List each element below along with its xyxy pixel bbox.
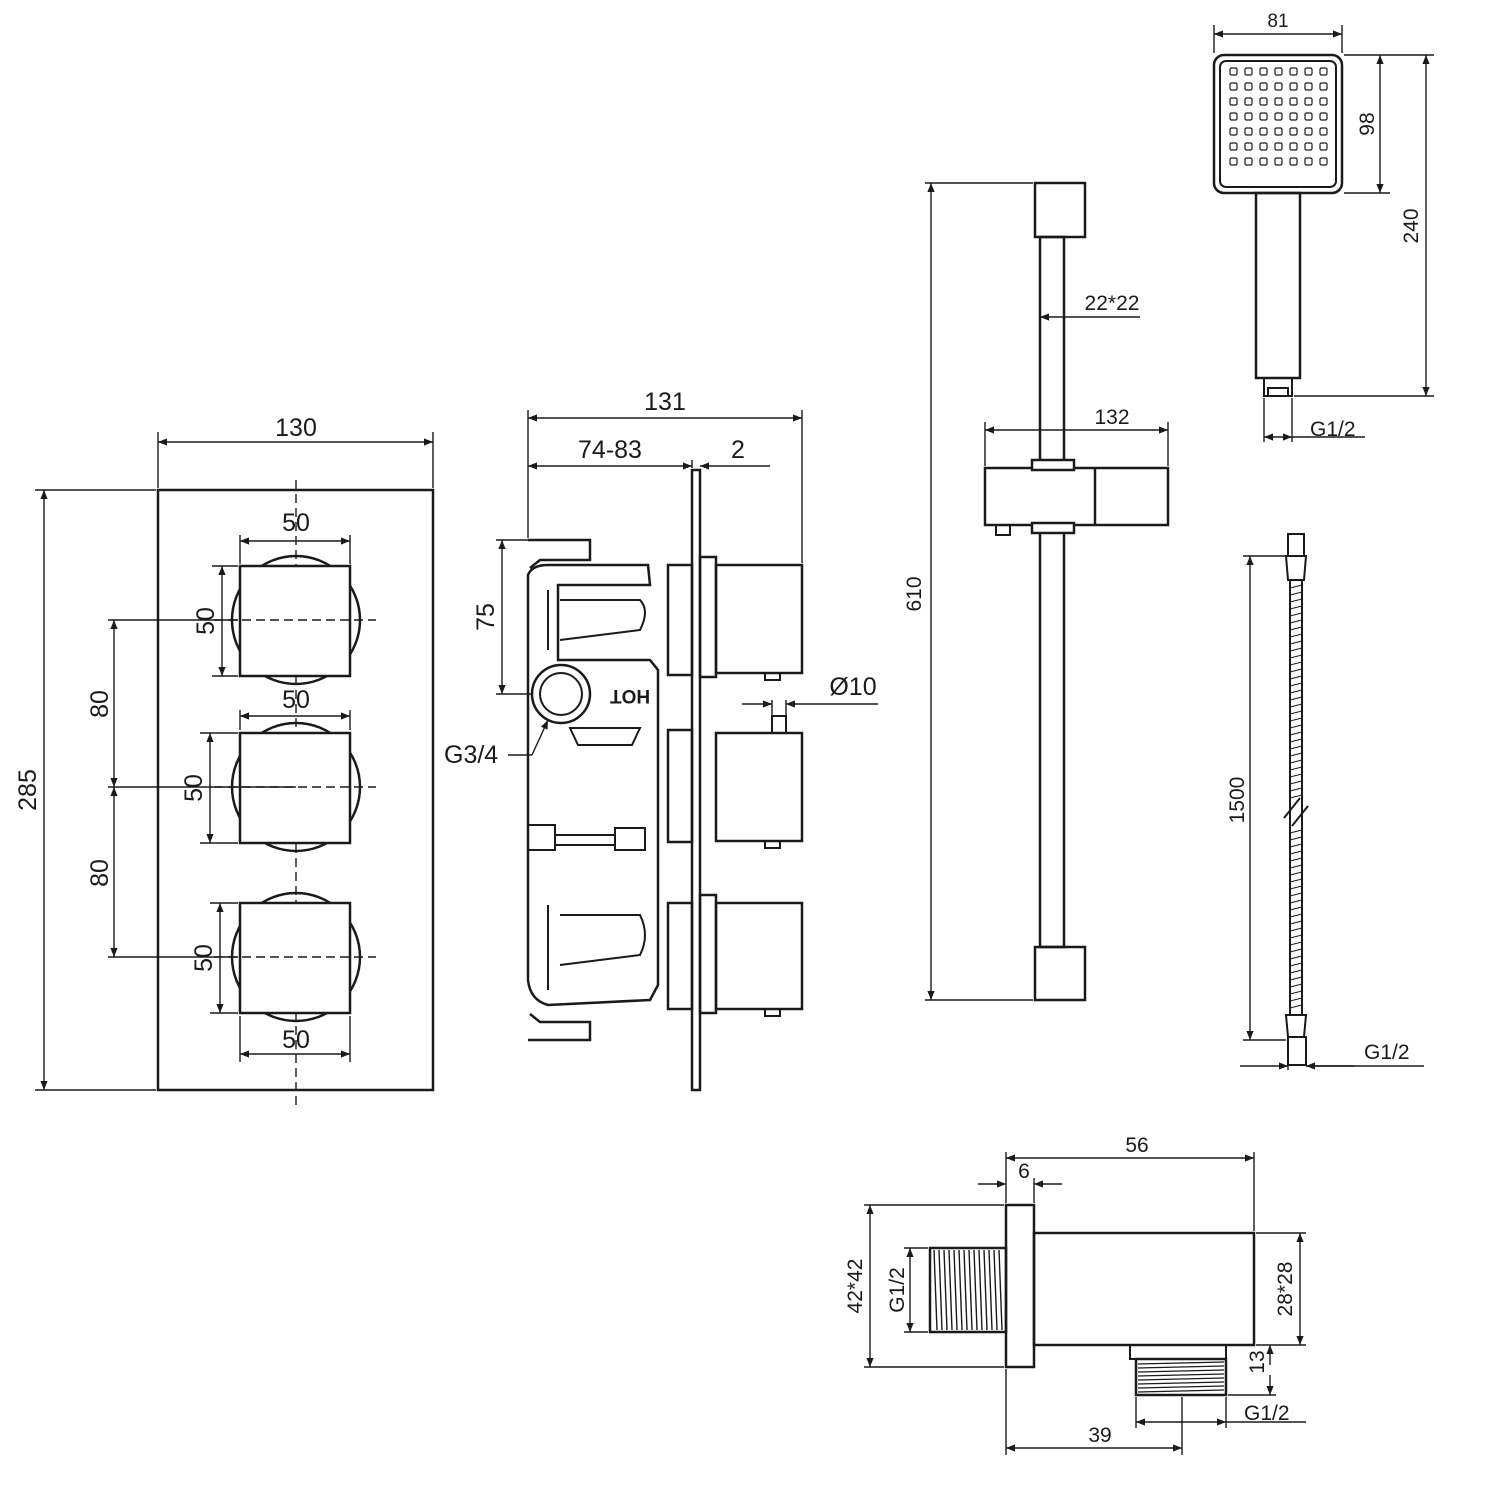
dim-head-width: 81 [1213, 11, 1343, 53]
dim-label-handle-height-3: 50 [190, 944, 218, 972]
dim-label-hose-thread: G1/2 [1364, 1041, 1410, 1064]
dim-label-hand-shower-thread: G1/2 [1310, 418, 1356, 441]
valve-cover-plate [690, 468, 702, 1092]
dim-handle-spacing: 80 80 [86, 619, 296, 958]
dim-handle-width-1: 50 [239, 509, 351, 564]
dim-label-handle-height-2: 50 [180, 774, 208, 802]
dim-label-handle-width-3: 50 [282, 1026, 310, 1054]
dim-label-inlet-spacing: 75 [472, 603, 500, 631]
dim-label-outlet-body: 28*28 [1274, 1262, 1297, 1317]
dim-handle-height-3: 50 [190, 902, 238, 1014]
dim-valve-depth-total: 131 [527, 388, 803, 563]
dim-label-outlet-flange: 6 [1018, 1160, 1030, 1183]
dim-label-handle-height-1: 50 [192, 607, 220, 635]
hose-coil [1289, 584, 1303, 1009]
dim-label-handle-width-1: 50 [282, 509, 310, 537]
cartridge-top [666, 555, 804, 681]
dim-label-spacing-1: 80 [86, 690, 114, 718]
dim-label-outlet-bottom-thread: G1/2 [1244, 1402, 1290, 1425]
dim-hose-thread: G1/2 [1240, 1041, 1424, 1070]
dim-label-pin-diameter: Ø10 [829, 673, 876, 701]
dim-label-handle-width-2: 50 [282, 686, 310, 714]
dim-label-outlet-inlet-thread: G1/2 [886, 1267, 909, 1313]
rail-slider [983, 458, 1170, 536]
dim-handle-height-1: 50 [192, 565, 238, 677]
dim-rail-tube: 22*22 [1040, 292, 1140, 321]
dim-outlet-inlet-thread: G1/2 [886, 1247, 928, 1333]
dim-outlet-body: 28*28 [1256, 1232, 1306, 1346]
wall-outlet-inlet-thread [928, 1246, 1008, 1334]
dim-label-slider-width: 132 [1094, 406, 1129, 429]
hand-shower-nozzles [1229, 67, 1328, 166]
dim-outlet-length: 56 [1005, 1134, 1255, 1231]
dim-label-depth-total: 131 [644, 388, 686, 416]
rail-top-bracket [1033, 181, 1087, 239]
dim-label-inlet-thread: G3/4 [444, 741, 498, 769]
valve-side-view: HOT 131 [444, 388, 878, 1092]
valve-handle-middle [214, 721, 376, 853]
valve-handle-bottom [214, 891, 376, 1023]
label-inlet-thread: G3/4 [444, 719, 549, 769]
wall-outlet: 56 6 42*42 G1/2 28*28 [844, 1134, 1306, 1455]
dim-outlet-flange: 6 [978, 1160, 1062, 1203]
hose-top-fitting [1287, 533, 1305, 557]
wall-outlet-bottom-thread [1134, 1357, 1228, 1397]
dim-head-height: 98 [1344, 54, 1390, 194]
valve-mounting-bracket-top [528, 538, 592, 569]
valve-handle-top [214, 554, 376, 686]
hand-shower-handle [1254, 191, 1302, 380]
dim-label-spacing-2: 80 [86, 859, 114, 887]
dim-label-outlet-offset: 39 [1088, 1424, 1111, 1447]
hand-shower-head [1212, 53, 1344, 195]
dim-label-head-height: 98 [1356, 112, 1379, 135]
dim-label-hand-shower-height: 240 [1400, 208, 1423, 243]
dim-label-outlet-length: 56 [1125, 1134, 1148, 1157]
dim-hand-shower-thread: G1/2 [1263, 398, 1365, 442]
dim-rail-height: 610 [903, 182, 1033, 1001]
dim-handle-width-3: 50 [239, 1016, 351, 1062]
wall-outlet-body [1032, 1231, 1256, 1347]
dim-label-plate-height: 285 [14, 769, 42, 811]
hose-bottom-fitting [1284, 1014, 1308, 1038]
dim-pin-diameter: Ø10 [742, 673, 878, 716]
dim-handle-height-2: 50 [180, 732, 238, 844]
dim-slider-width: 132 [984, 406, 1169, 466]
dim-plate-height: 285 [14, 489, 156, 1091]
riser-rail: 610 22*22 132 [903, 181, 1170, 1002]
dim-hose-length: 1500 [1226, 555, 1286, 1041]
dim-outlet-offset: 39 [1005, 1369, 1183, 1455]
valve-body [526, 563, 660, 1007]
hose-break-mark [1283, 797, 1309, 827]
rail-tube [1038, 235, 1066, 949]
dim-inlet-spacing: 75 [472, 539, 532, 695]
dim-label-head-width: 81 [1267, 11, 1288, 32]
dim-label-depth-range: 74-83 [578, 436, 642, 464]
dim-label-rail-tube: 22*22 [1085, 292, 1140, 315]
hot-inlet-label: HOT [610, 685, 651, 706]
dim-label-plate-thickness: 2 [731, 436, 745, 464]
dim-label-outlet-bottom: 13 [1246, 1350, 1269, 1373]
dim-outlet-plate: 42*42 [844, 1204, 1004, 1368]
valve-mounting-bracket-bottom [528, 1013, 592, 1042]
shower-hose: 1500 G1/2 [1226, 533, 1424, 1070]
dim-valve-depth-range: 74-83 2 [528, 436, 770, 470]
dim-outlet-bottom-thread: G1/2 [1135, 1397, 1306, 1428]
dim-label-plate-width: 130 [275, 414, 317, 442]
hand-shower: 81 98 240 G1/2 [1212, 11, 1434, 442]
dim-label-rail-height: 610 [903, 576, 926, 611]
dim-label-outlet-plate: 42*42 [844, 1259, 867, 1314]
dim-label-hose-length: 1500 [1226, 777, 1249, 824]
dim-handle-width-2: 50 [239, 686, 351, 730]
rail-bottom-bracket [1033, 945, 1087, 1002]
dim-plate-width: 130 [157, 414, 434, 488]
wall-outlet-flange [1004, 1203, 1036, 1369]
dim-outlet-bottom: 13 [1228, 1345, 1276, 1396]
cartridge-bottom [666, 893, 804, 1017]
cartridge-middle [666, 715, 804, 849]
valve-front-view: 130 285 50 50 50 [14, 414, 435, 1110]
dim-hand-shower-height: 240 [1294, 54, 1434, 397]
